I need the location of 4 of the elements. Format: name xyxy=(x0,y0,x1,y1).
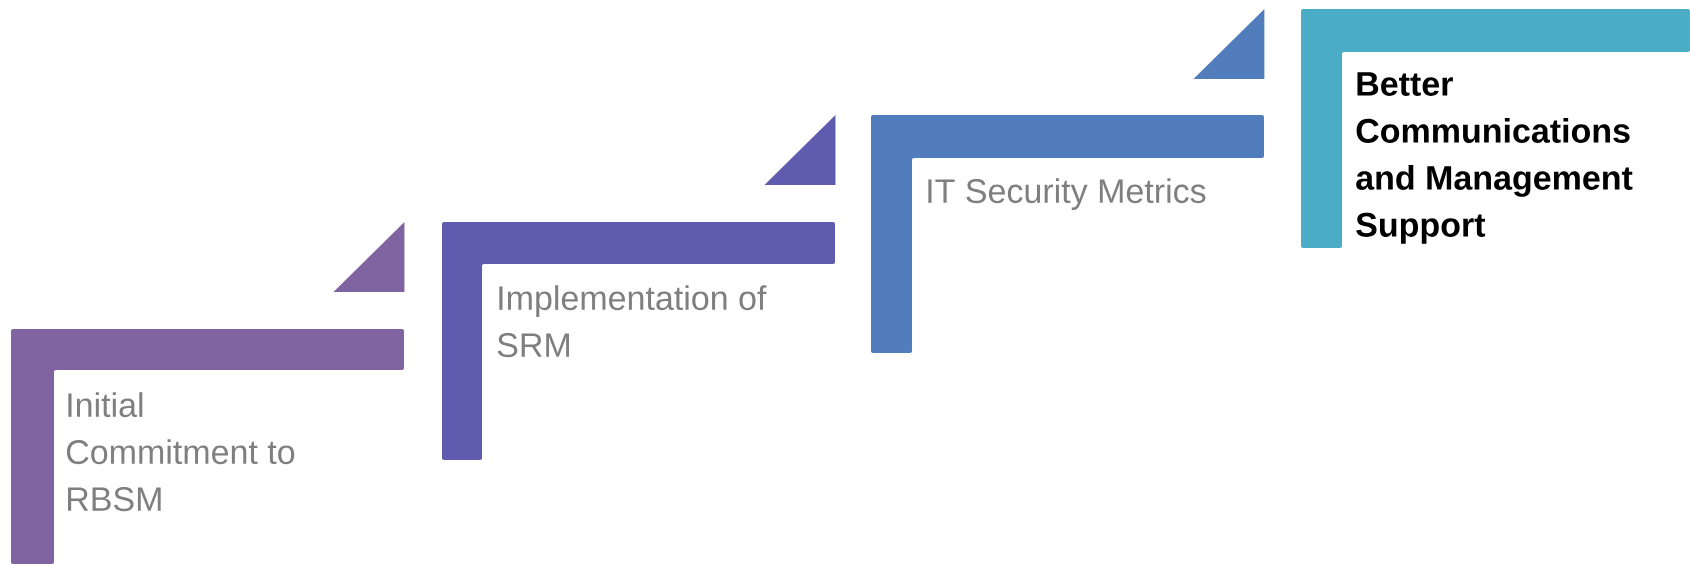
step-box: Implementation of SRM xyxy=(442,222,835,460)
step-box: Better Communications and Management Support xyxy=(1301,9,1690,248)
step-box: IT Security Metrics xyxy=(871,115,1264,353)
step-box: Initial Commitment to RBSM xyxy=(11,329,404,564)
